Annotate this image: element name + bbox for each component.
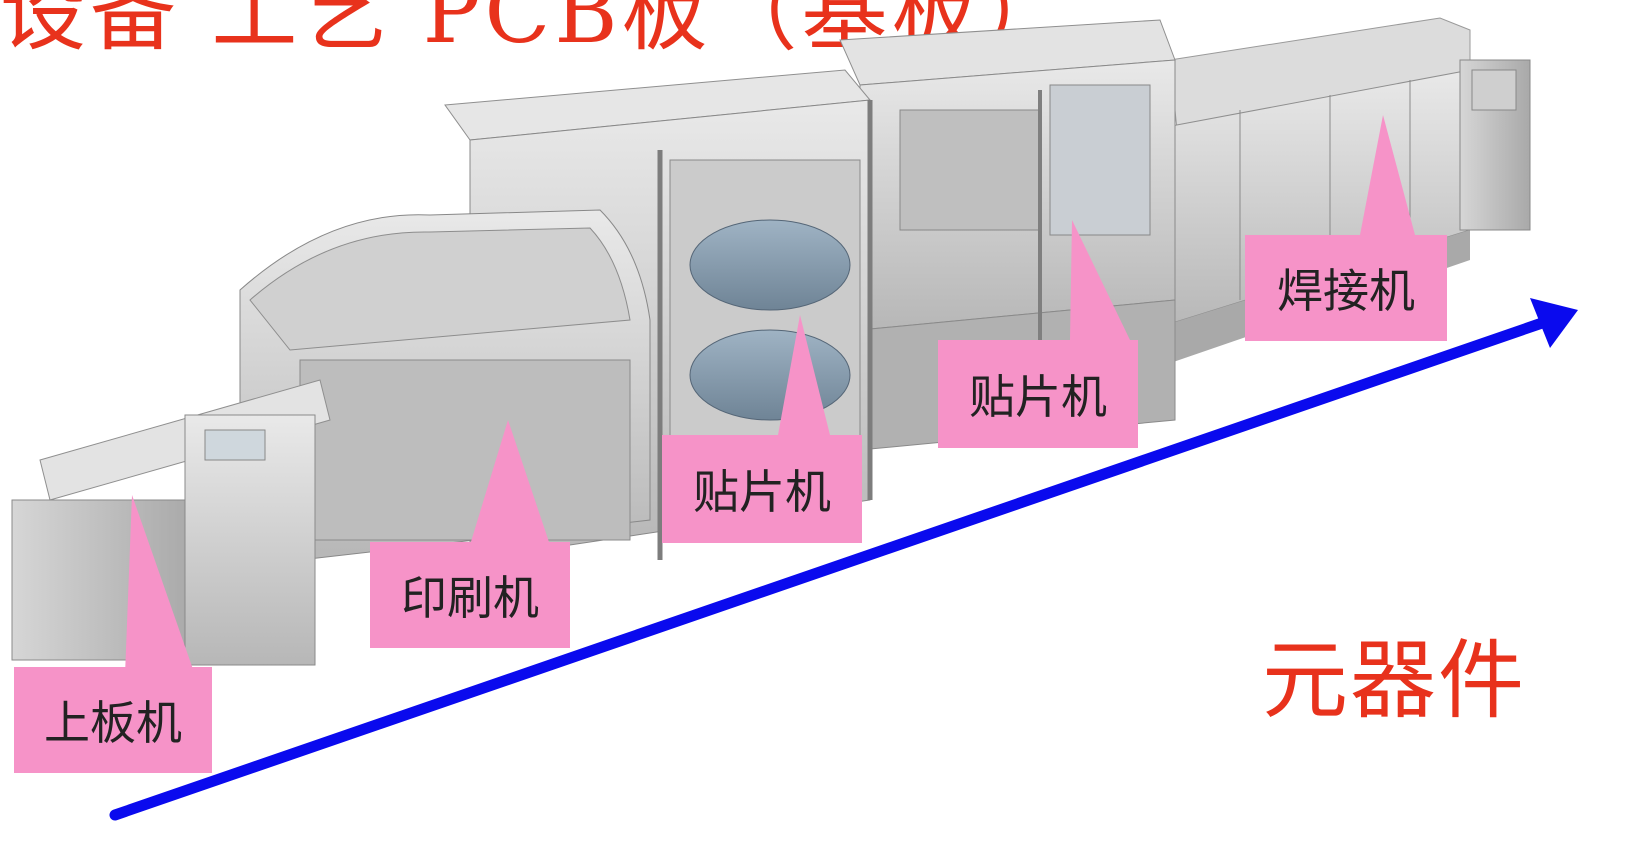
- components-label: 元器件: [1262, 631, 1526, 731]
- pointer-placer-2: [1070, 220, 1130, 340]
- pointer-reflow: [1360, 115, 1415, 235]
- label-reflow: 焊接机: [1245, 235, 1447, 341]
- pointer-printer: [470, 420, 550, 545]
- label-placer-1: 贴片机: [662, 435, 862, 543]
- label-placer-2: 贴片机: [938, 340, 1138, 448]
- pointer-loader: [125, 495, 195, 675]
- label-printer: 印刷机: [370, 542, 570, 648]
- label-loader: 上板机: [14, 667, 212, 773]
- pointer-placer-1: [778, 315, 830, 435]
